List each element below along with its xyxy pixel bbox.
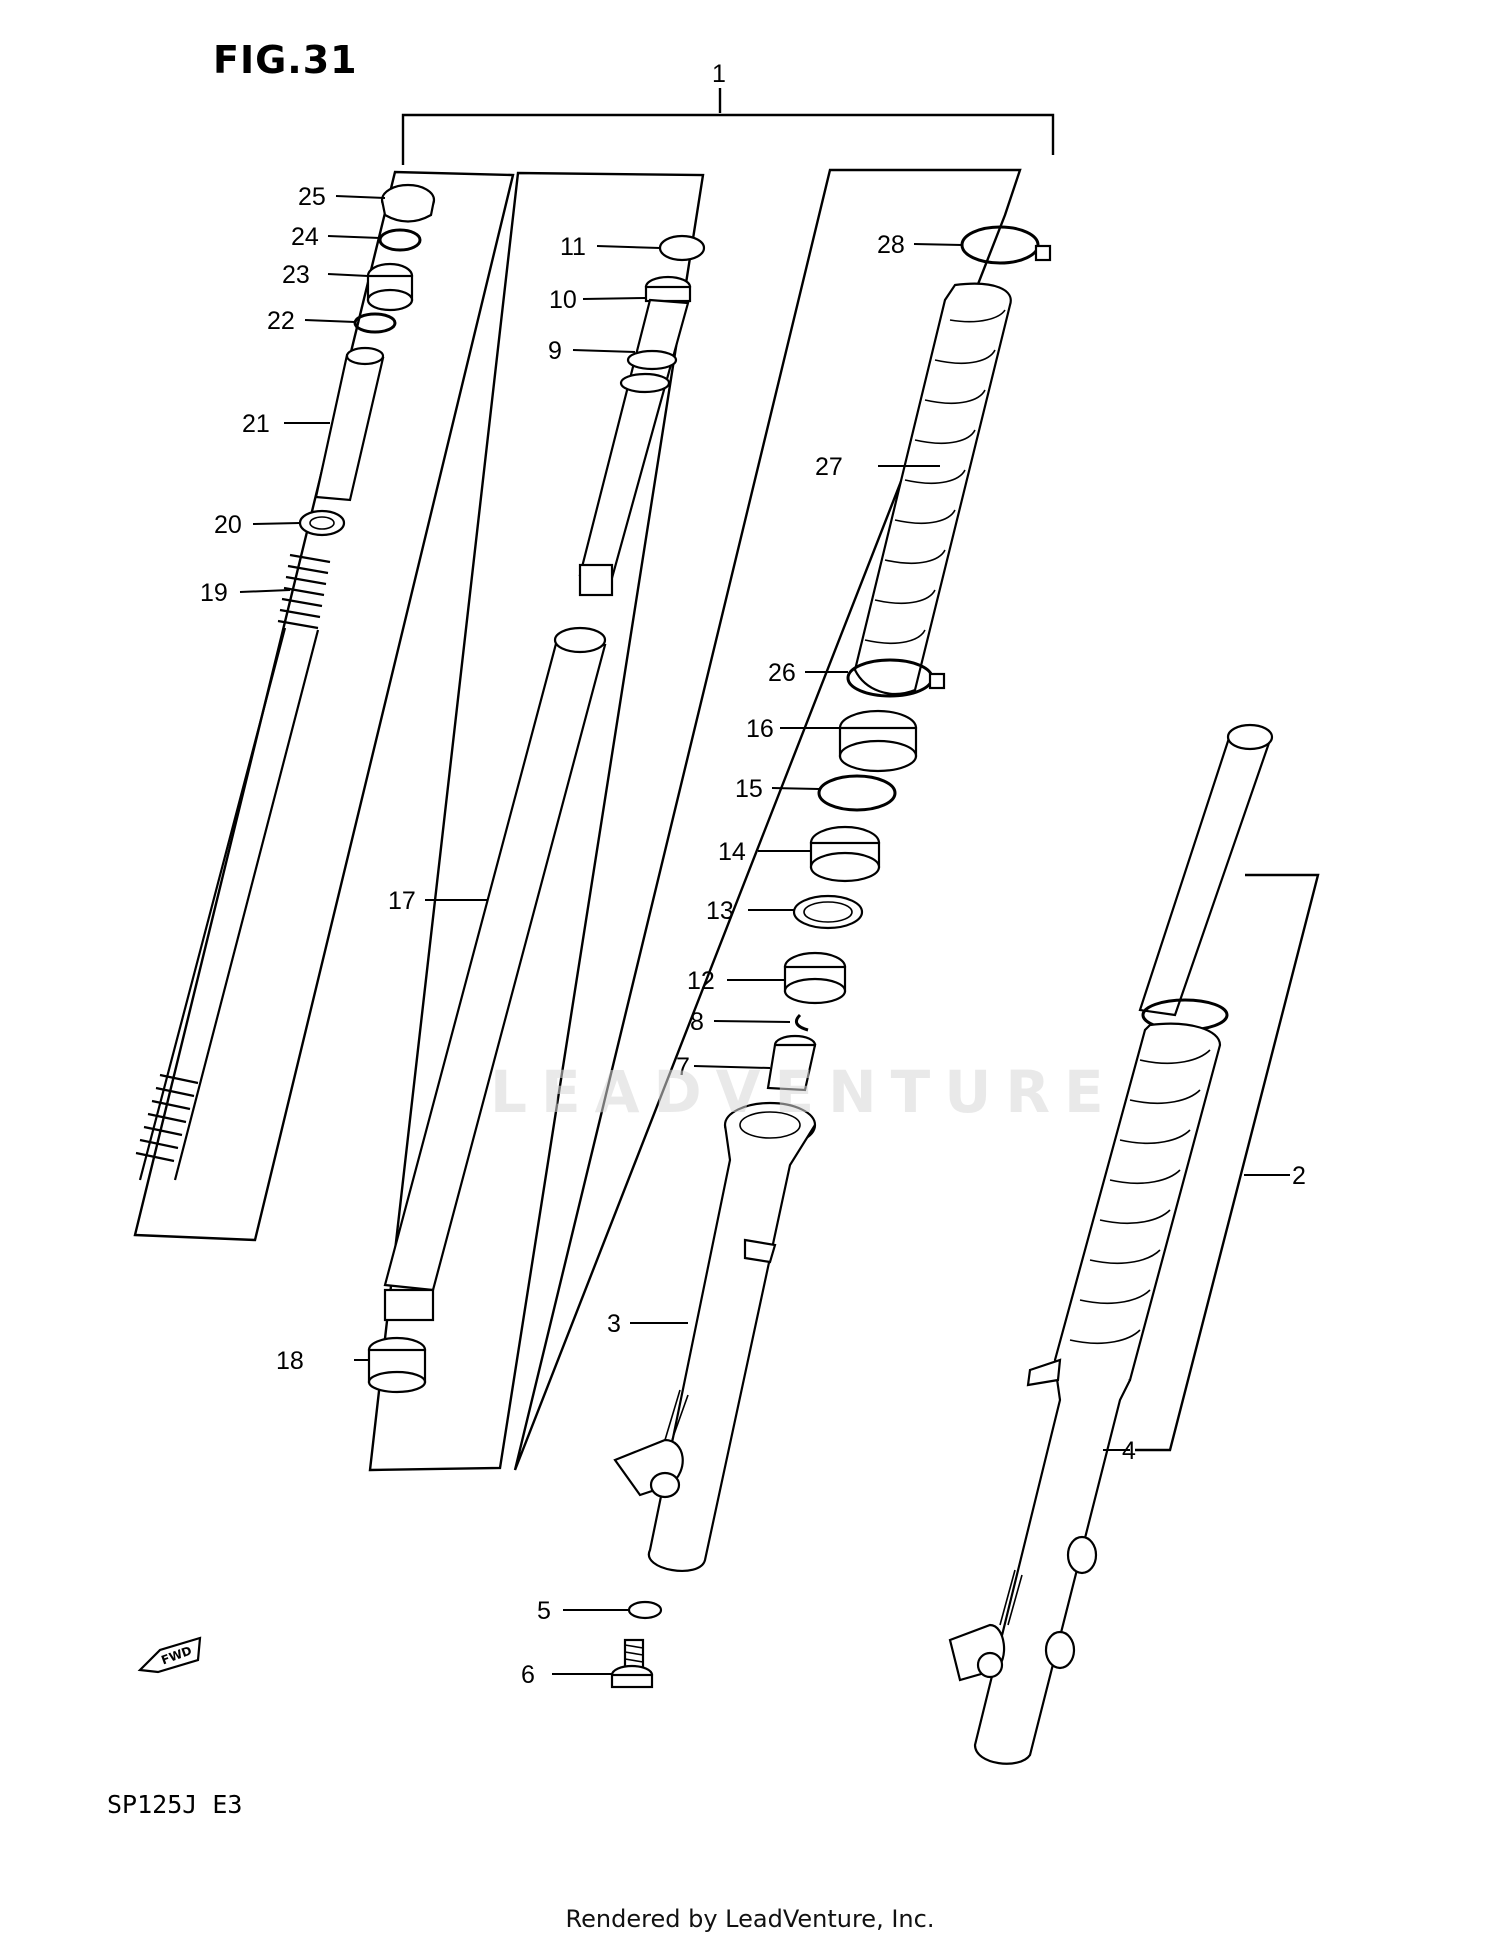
cap-bolt-23 <box>366 262 414 312</box>
callout-28: 28 <box>877 231 905 259</box>
clamp-26 <box>846 658 946 698</box>
group-outline-right <box>513 168 1022 1471</box>
callout-17: 17 <box>388 887 416 915</box>
callout-4: 4 <box>1122 1437 1136 1465</box>
callout-8: 8 <box>690 1008 704 1036</box>
callout-18: 18 <box>276 1347 304 1375</box>
footer-credit: Rendered by LeadVenture, Inc. <box>565 1905 935 1933</box>
figure-title: FIG.31 <box>213 38 358 82</box>
callout-15: 15 <box>735 775 763 803</box>
assembly-bracket-2 <box>1135 873 1320 1452</box>
gasket-5 <box>627 1600 663 1620</box>
fork-assembly-2 <box>948 723 1274 1765</box>
outer-tube-3 <box>613 1101 817 1572</box>
callout-24: 24 <box>291 223 319 251</box>
callout-6: 6 <box>521 1661 535 1689</box>
callout-leaders <box>239 195 1290 1675</box>
callout-20: 20 <box>214 511 242 539</box>
bushing-12 <box>783 951 847 1005</box>
callout-labels: 1 2 3 4 5 6 7 8 9 10 11 12 13 14 15 16 1… <box>200 60 1306 1689</box>
model-code: SP125J E3 <box>107 1790 243 1819</box>
callout-3: 3 <box>607 1310 621 1338</box>
o-ring-22 <box>353 312 397 334</box>
oil-lock-piece-7 <box>766 1034 817 1092</box>
bushing-14 <box>809 825 881 883</box>
washer-13 <box>792 894 864 930</box>
ring-11 <box>658 234 706 262</box>
callout-10: 10 <box>549 286 577 314</box>
fwd-arrow-icon: FWD <box>137 1636 202 1674</box>
callout-9: 9 <box>548 337 562 365</box>
oil-seal-16 <box>838 709 918 773</box>
callout-7: 7 <box>676 1053 690 1081</box>
callout-19: 19 <box>200 579 228 607</box>
watermark: LEADVENTURE <box>490 1058 1118 1126</box>
spacer-21 <box>314 346 385 502</box>
callout-5: 5 <box>537 1597 551 1625</box>
spring-19 <box>135 553 331 1181</box>
callout-13: 13 <box>706 897 734 925</box>
circlip-15 <box>817 774 897 812</box>
ring-8 <box>794 1013 809 1032</box>
ring-10 <box>644 275 692 303</box>
cap-25 <box>380 183 436 223</box>
callout-1: 1 <box>712 60 726 88</box>
group-outline-middle <box>368 171 705 1472</box>
boot-27 <box>853 282 1012 695</box>
assembly-bracket <box>401 88 1055 165</box>
callout-12: 12 <box>687 967 715 995</box>
callout-16: 16 <box>746 715 774 743</box>
damper-rod-9 <box>578 298 690 597</box>
callout-22: 22 <box>267 307 295 335</box>
bolt-6 <box>610 1638 654 1689</box>
seat-20 <box>298 509 346 537</box>
callout-26: 26 <box>768 659 796 687</box>
clamp-28 <box>960 225 1052 265</box>
bushing-18 <box>367 1336 427 1394</box>
circlip-24 <box>378 228 422 252</box>
callout-14: 14 <box>718 838 746 866</box>
callout-21: 21 <box>242 410 270 438</box>
callout-27: 27 <box>815 453 843 481</box>
inner-tube-17 <box>383 626 607 1322</box>
callout-25: 25 <box>298 183 326 211</box>
callout-11: 11 <box>560 233 586 261</box>
callout-2: 2 <box>1292 1162 1306 1190</box>
callout-23: 23 <box>282 261 310 289</box>
